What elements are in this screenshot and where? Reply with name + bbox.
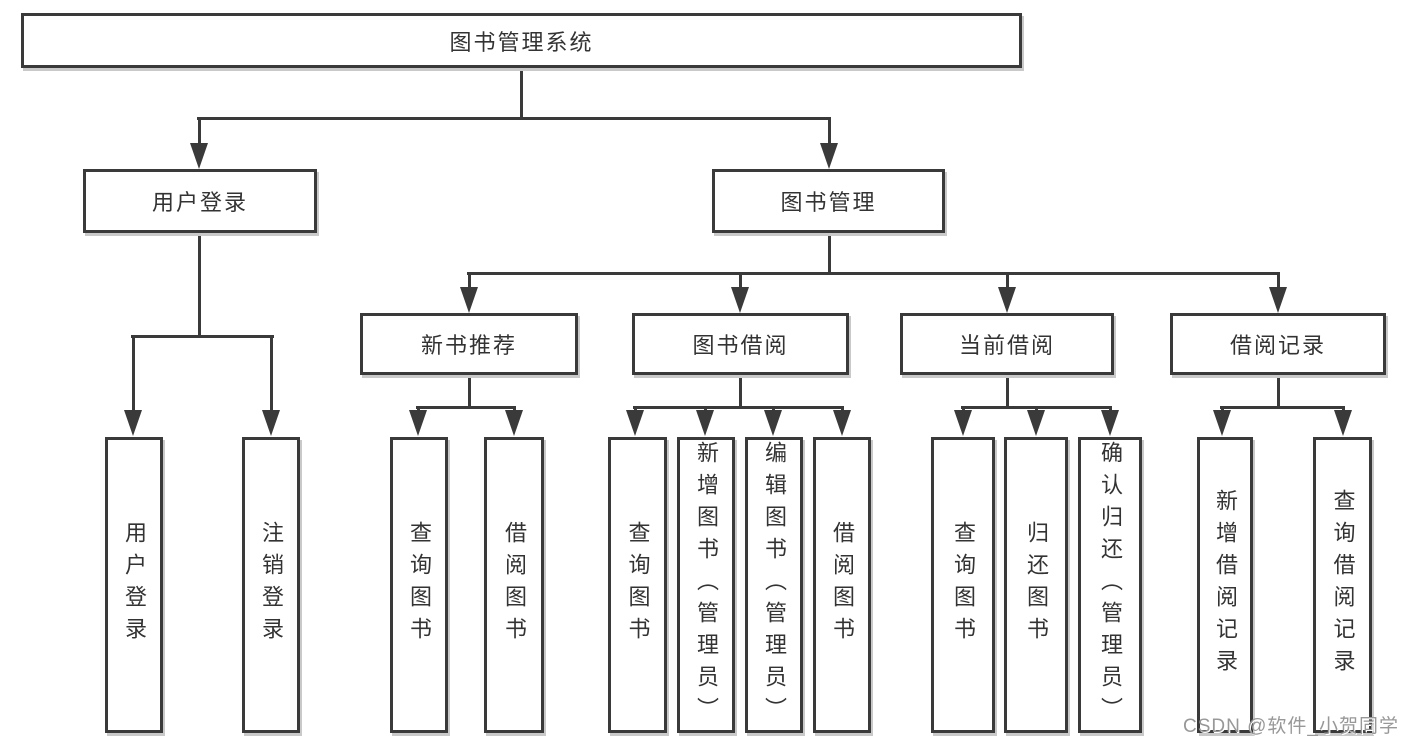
- leaf-bb-query-book: 查询图书: [608, 437, 667, 733]
- arrowhead-leaf-bb-query: [626, 410, 644, 436]
- leaf-cb-return-book-label: 归还图书: [1024, 521, 1049, 649]
- leaf-bb-edit-book: 编辑图书（管理员）: [745, 437, 803, 733]
- arrowhead-leaf-cb-return: [1027, 410, 1045, 436]
- arrowhead-leaf-bb-add: [696, 410, 714, 436]
- connector-book-mgmt-stem: [828, 233, 831, 275]
- connector-borrow-record-stem: [1277, 375, 1280, 408]
- connector-new-book-rec-drop: [468, 273, 471, 295]
- node-borrow-record: 借阅记录: [1170, 313, 1386, 375]
- leaf-cb-query-book: 查询图书: [931, 437, 995, 733]
- connector-book-mgmt-bus: [467, 272, 1280, 275]
- node-book-mgmt-label: 图书管理: [780, 190, 877, 215]
- leaf-bb-add-book-label: 新增图书（管理员）: [694, 441, 719, 729]
- connector-book-mgmt-drop: [828, 118, 831, 152]
- node-borrow-record-label: 借阅记录: [1229, 333, 1326, 358]
- arrowhead-user-login: [190, 143, 208, 169]
- leaf-logout: 注销登录: [242, 437, 300, 733]
- connector-current-borrow-drop: [1006, 273, 1009, 295]
- leaf-br-query-record: 查询借阅记录: [1313, 437, 1372, 733]
- leaf-br-add-record: 新增借阅记录: [1197, 437, 1253, 733]
- arrowhead-current-borrow: [998, 287, 1016, 313]
- arrowhead-leaf-rec-query: [409, 410, 427, 436]
- connector-user-login-stem: [198, 233, 201, 337]
- leaf-br-add-record-label: 新增借阅记录: [1213, 489, 1238, 681]
- arrowhead-book-mgmt: [820, 143, 838, 169]
- leaf-cb-return-book: 归还图书: [1004, 437, 1068, 733]
- arrowhead-book-borrow: [731, 287, 749, 313]
- arrowhead-leaf-bb-edit: [764, 410, 782, 436]
- node-user-login: 用户登录: [83, 169, 317, 233]
- connector-book-borrow-drop: [739, 273, 742, 295]
- arrowhead-leaf-user-login: [124, 410, 142, 436]
- leaf-rec-query-book-label: 查询图书: [407, 521, 432, 649]
- connector-borrow-record-drop: [1277, 273, 1280, 295]
- arrowhead-leaf-br-query: [1334, 410, 1352, 436]
- arrowhead-leaf-cb-query: [954, 410, 972, 436]
- connector-current-borrow-stem: [1006, 375, 1009, 408]
- leaf-cb-confirm-return-label: 确认归还（管理员）: [1098, 441, 1123, 729]
- node-root-label: 图书管理系统: [449, 29, 594, 55]
- connector-book-borrow-stem: [739, 375, 742, 408]
- connector-book-borrow-bus: [633, 406, 844, 409]
- connector-leaf-user-login-drop: [132, 336, 135, 416]
- connector-new-book-rec-bus: [416, 406, 516, 409]
- leaf-user-login: 用户登录: [105, 437, 163, 733]
- connector-root-bus: [197, 117, 831, 120]
- leaf-bb-edit-book-label: 编辑图书（管理员）: [762, 441, 787, 729]
- arrowhead-leaf-cb-confirm: [1101, 410, 1119, 436]
- leaf-bb-borrow-book: 借阅图书: [813, 437, 871, 733]
- arrowhead-leaf-bb-borrow: [833, 410, 851, 436]
- node-book-mgmt: 图书管理: [712, 169, 945, 233]
- node-current-borrow-label: 当前借阅: [958, 333, 1055, 358]
- arrowhead-leaf-br-add: [1213, 410, 1231, 436]
- arrowhead-new-book-rec: [460, 287, 478, 313]
- leaf-rec-borrow-book-label: 借阅图书: [502, 521, 527, 649]
- leaf-bb-query-book-label: 查询图书: [625, 521, 651, 649]
- leaf-rec-borrow-book: 借阅图书: [484, 437, 544, 733]
- node-root: 图书管理系统: [21, 13, 1022, 68]
- connector-root-stem: [520, 68, 523, 119]
- leaf-bb-borrow-book-label: 借阅图书: [830, 521, 855, 649]
- arrowhead-leaf-rec-borrow: [505, 410, 523, 436]
- connector-user-login-drop: [198, 118, 201, 152]
- leaf-cb-confirm-return: 确认归还（管理员）: [1078, 437, 1142, 733]
- arrowhead-leaf-logout: [262, 410, 280, 436]
- connector-new-book-rec-stem: [468, 375, 471, 408]
- node-user-login-label: 用户登录: [151, 190, 248, 215]
- leaf-bb-add-book: 新增图书（管理员）: [677, 437, 735, 733]
- leaf-br-query-record-label: 查询借阅记录: [1330, 489, 1356, 681]
- csdn-watermark: CSDN @软件_小贺同学: [1183, 716, 1399, 737]
- leaf-logout-label: 注销登录: [259, 521, 284, 649]
- node-book-borrow-label: 图书借阅: [692, 333, 789, 358]
- leaf-rec-query-book: 查询图书: [390, 437, 448, 733]
- connector-user-login-bus: [131, 335, 274, 338]
- connector-leaf-logout-drop: [270, 336, 273, 416]
- node-book-borrow: 图书借阅: [632, 313, 849, 375]
- connector-borrow-record-bus: [1220, 406, 1345, 409]
- arrowhead-borrow-record: [1269, 287, 1287, 313]
- leaf-cb-query-book-label: 查询图书: [951, 521, 976, 649]
- node-new-book-rec: 新书推荐: [360, 313, 578, 375]
- node-new-book-rec-label: 新书推荐: [420, 333, 517, 358]
- leaf-user-login-label: 用户登录: [122, 521, 147, 649]
- node-current-borrow: 当前借阅: [900, 313, 1114, 375]
